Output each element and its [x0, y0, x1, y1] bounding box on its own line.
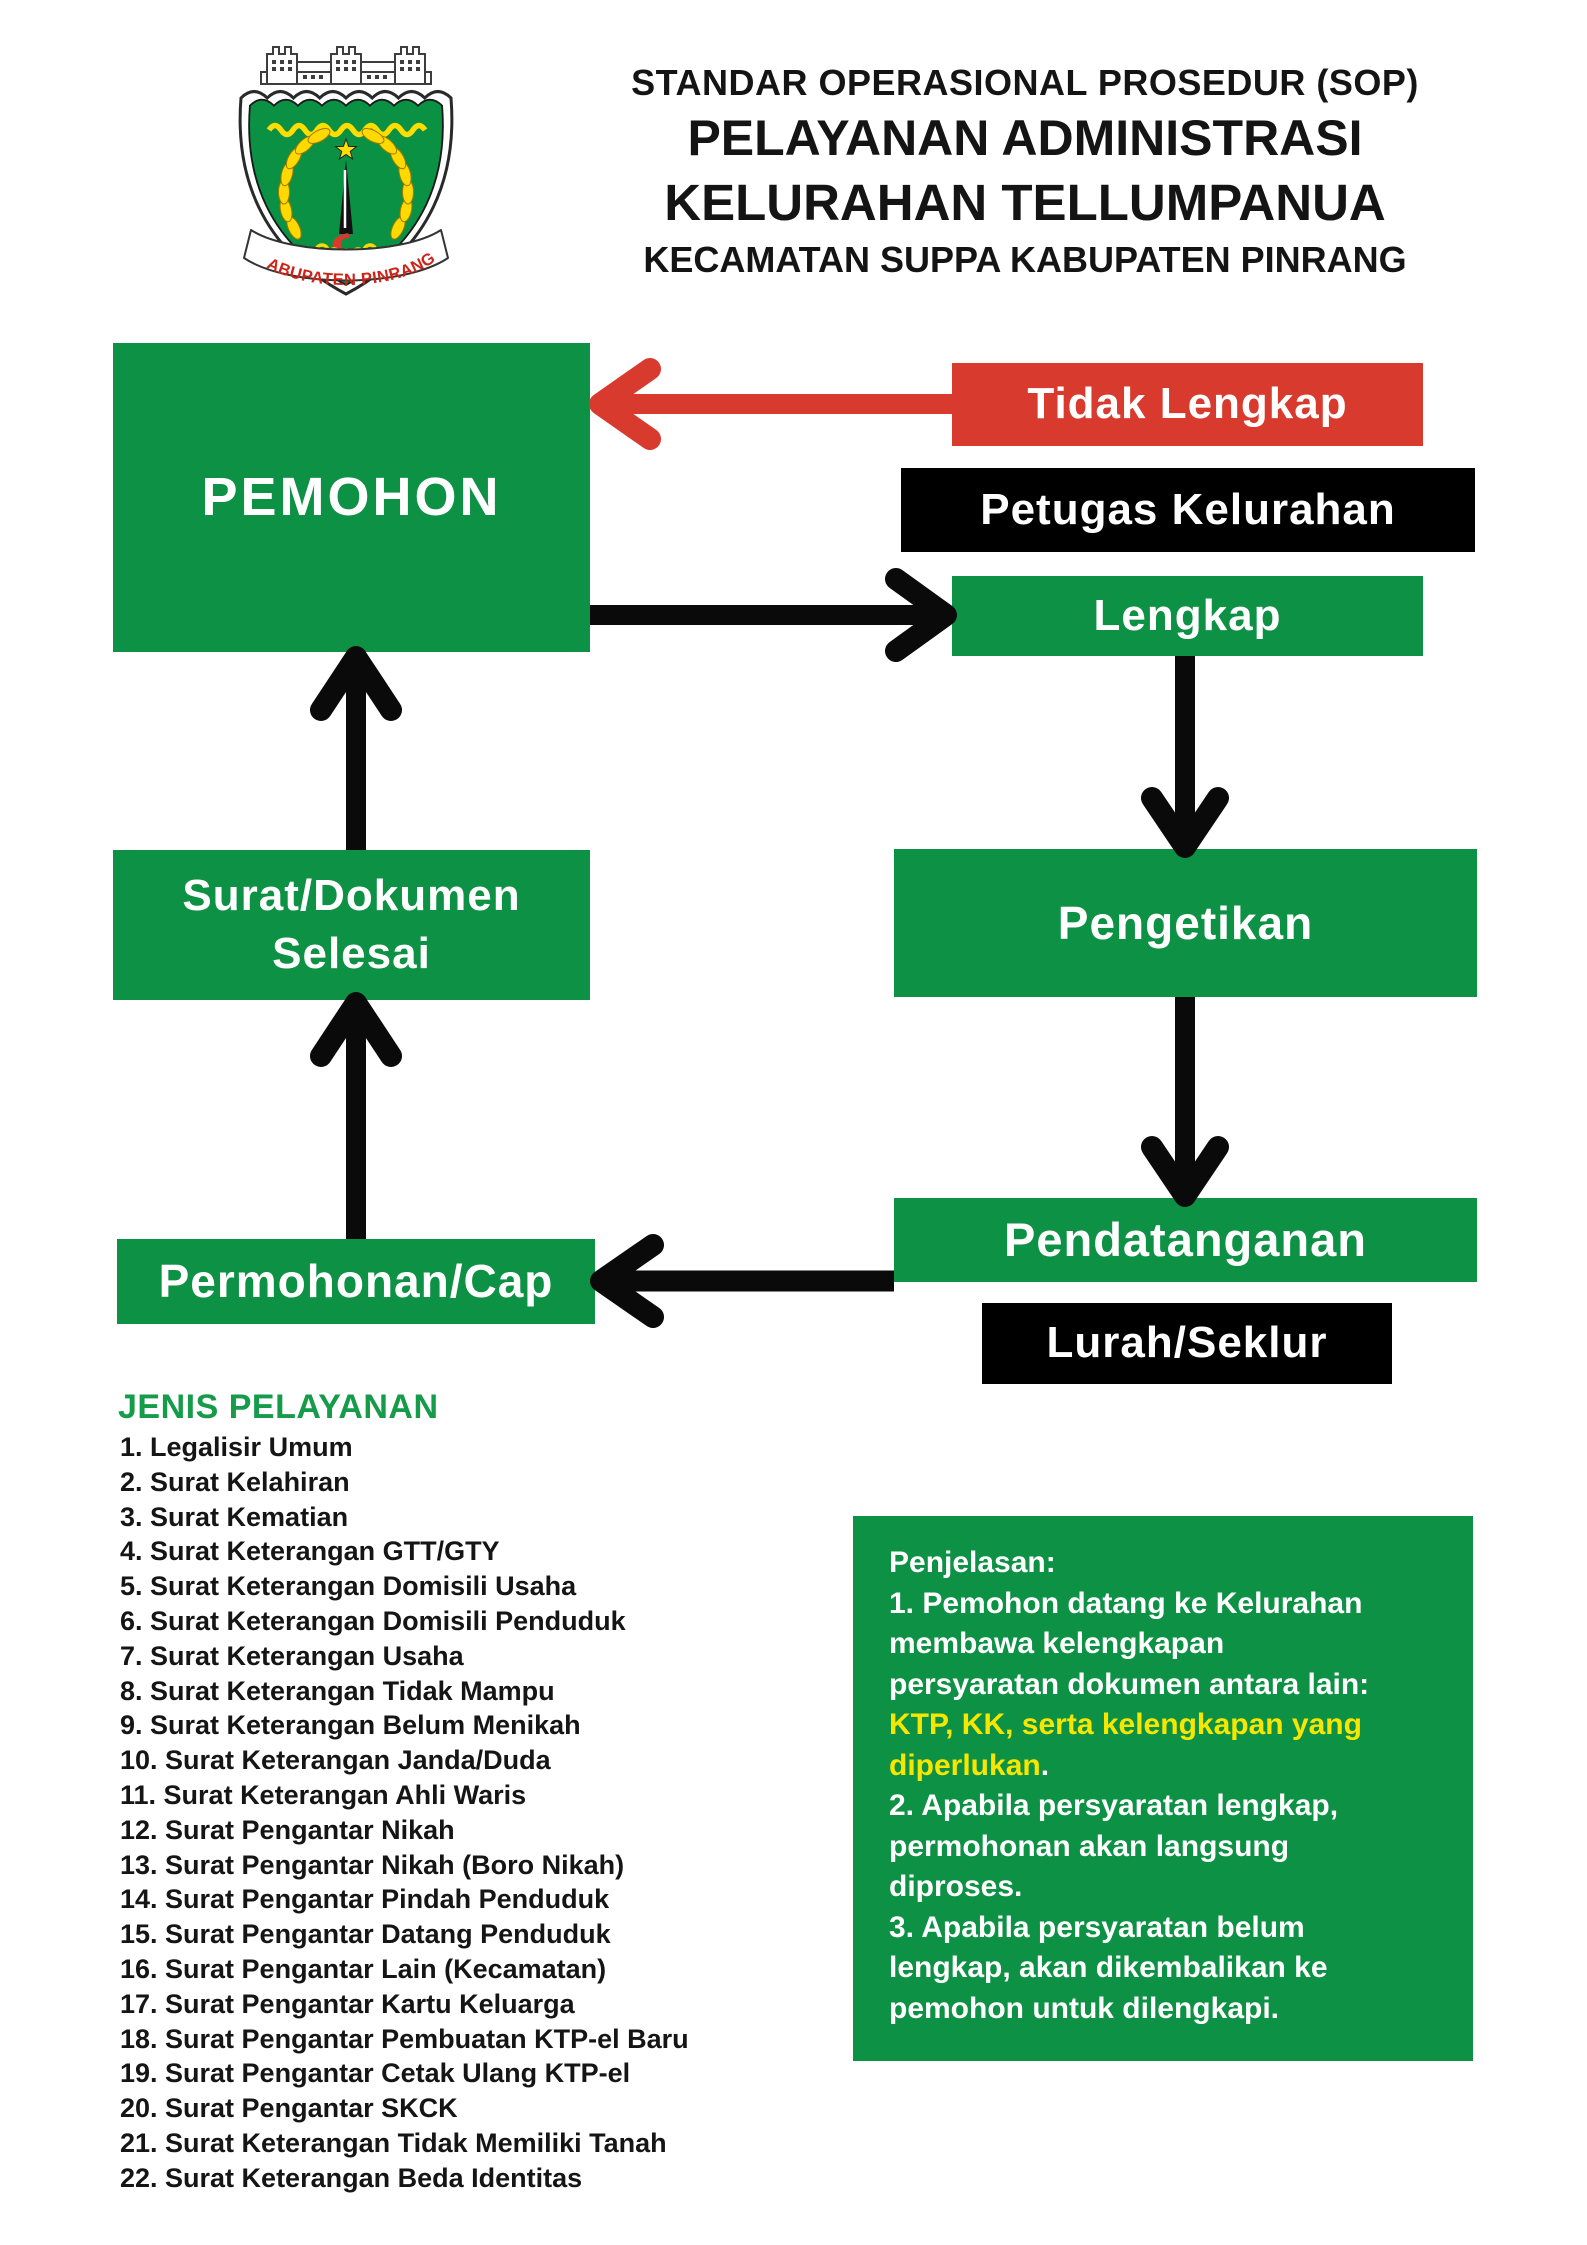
arrow-pengetikan-to-pendatanganan	[1141, 997, 1229, 1207]
service-list-item: 2. Surat Kelahiran	[120, 1466, 350, 1497]
service-list-item: 9. Surat Keterangan Belum Menikah	[120, 1710, 581, 1741]
poster-title: STANDAR OPERASIONAL PROSEDUR (SOP) PELAY…	[590, 60, 1460, 284]
star-icon	[334, 137, 358, 161]
service-list-item: 18. Surat Pengantar Pembuatan KTP-el Bar…	[120, 2023, 689, 2054]
service-list-item: 6. Surat Keterangan Domisili Penduduk	[120, 1605, 626, 1636]
ribbon-banner	[243, 229, 449, 282]
service-list-item: 16. Surat Pengantar Lain (Kecamatan)	[120, 1953, 607, 1984]
flow-node-petugas-kelurahan: Petugas Kelurahan	[901, 468, 1475, 552]
flow-node-pendatanganan: Pendatanganan	[894, 1198, 1477, 1282]
flow-node-lengkap: Lengkap	[952, 576, 1423, 656]
arrow-pemohon-to-lengkap	[590, 568, 957, 662]
kabupaten-pinrang-logo: KABUPATEN PINRANG	[231, 38, 454, 296]
service-list-item: 22. Surat Keterangan Beda Identitas	[120, 2162, 583, 2193]
service-list-item: 3. Surat Kematian	[120, 1501, 349, 1532]
explanation-box: Penjelasan: 1. Pemohon datang ke Kelurah…	[853, 1516, 1473, 2061]
title-line-2: PELAYANAN ADMINISTRASI	[687, 110, 1363, 166]
service-list-item: 15. Surat Pengantar Datang Penduduk	[120, 1919, 611, 1950]
flow-node-surat-dokumen-selesai: Surat/Dokumen Selesai	[113, 850, 590, 1000]
explanation-text-segment: KTP, KK, serta kelengkapan yang diperluk…	[889, 1708, 1362, 1782]
service-list-item: 8. Surat Keterangan Tidak Mampu	[120, 1675, 555, 1706]
flow-node-pemohon: PEMOHON	[113, 343, 590, 652]
arrow-pendatanganan-to-permohonan-cap	[590, 1234, 894, 1328]
flow-node-permohonan-cap: Permohonan/Cap	[117, 1239, 595, 1324]
services-heading: JENIS PELAYANAN	[118, 1388, 439, 1426]
explanation-text-segment: . 2. Apabila persyaratan lengkap, permoh…	[889, 1748, 1339, 2025]
service-list-item: 1. Legalisir Umum	[120, 1432, 353, 1462]
service-list-item: 10. Surat Keterangan Janda/Duda	[120, 1745, 551, 1776]
service-list-item: 7. Surat Keterangan Usaha	[120, 1640, 464, 1671]
service-list-item: 12. Surat Pengantar Nikah	[120, 1814, 455, 1845]
arrow-lengkap-to-pengetikan	[1141, 656, 1229, 858]
service-list-item: 4. Surat Keterangan GTT/GTY	[120, 1536, 500, 1567]
laurel-wreath-icon	[278, 128, 414, 240]
services-list: 1. Legalisir Umum 2. Surat Kelahiran 3. Su…	[120, 1430, 880, 2196]
arrow-permohonan-cap-to-surat-dokumen	[310, 992, 402, 1239]
explanation-text-segment: Penjelasan: 1. Pemohon datang ke Kelurah…	[889, 1546, 1370, 1701]
service-list-item: 5. Surat Keterangan Domisili Usaha	[120, 1571, 577, 1602]
service-list-item: 19. Surat Pengantar Cetak Ulang KTP-el	[120, 2058, 631, 2089]
title-line-4: KECAMATAN SUPPA KABUPATEN PINRANG	[643, 239, 1407, 280]
service-list-item: 21. Surat Keterangan Tidak Memiliki Tana…	[120, 2127, 667, 2158]
service-list-item: 14. Surat Pengantar Pindah Penduduk	[120, 1884, 610, 1915]
flow-node-lurah-seklur: Lurah/Seklur	[982, 1303, 1392, 1384]
title-line-1: STANDAR OPERASIONAL PROSEDUR (SOP)	[631, 62, 1419, 103]
service-list-item: 17. Surat Pengantar Kartu Keluarga	[120, 1988, 575, 2019]
castle-windows	[272, 60, 420, 79]
wavy-line	[266, 122, 428, 138]
title-line-3: KELURAHAN TELLUMPANUA	[664, 174, 1386, 231]
flow-node-tidak-lengkap: Tidak Lengkap	[952, 363, 1423, 446]
arrow-surat-dokumen-to-pemohon	[310, 646, 402, 850]
flow-node-pengetikan: Pengetikan	[894, 849, 1477, 997]
castle-crown-icon	[260, 46, 432, 85]
service-list-item: 20. Surat Pengantar SKCK	[120, 2093, 458, 2124]
service-list-item: 13. Surat Pengantar Nikah (Boro Nikah)	[120, 1849, 625, 1880]
arrow-tidak-lengkap-to-pemohon	[589, 358, 952, 450]
service-list-item: 11. Surat Keterangan Ahli Waris	[120, 1779, 527, 1810]
